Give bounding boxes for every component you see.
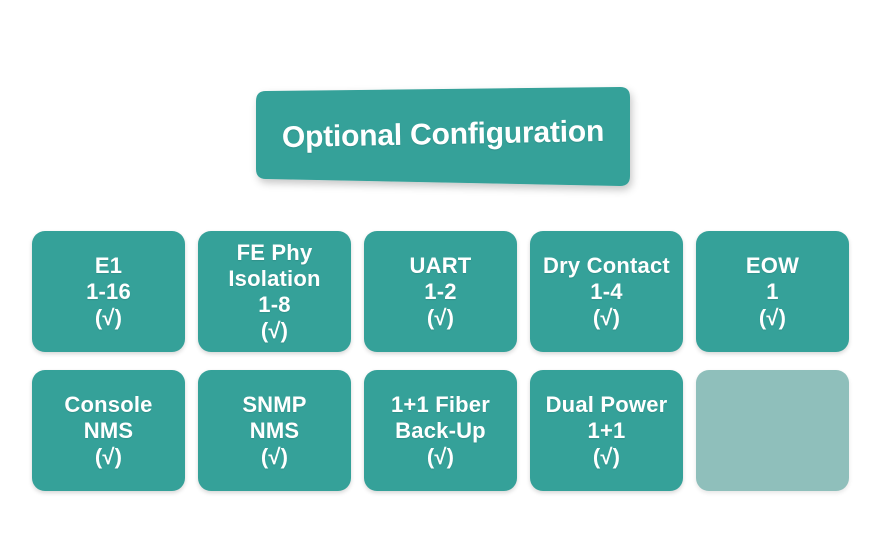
option-label-line: Dual Power: [545, 391, 668, 417]
option-box-empty-slot: [696, 370, 849, 491]
option-label-line: Back-Up: [395, 417, 486, 443]
option-checkmark: (√): [758, 304, 787, 330]
title-banner: Optional Configuration: [250, 78, 636, 194]
option-checkmark: (√): [260, 317, 289, 343]
option-checkmark: (√): [94, 304, 123, 330]
option-label-line: Console: [64, 391, 153, 417]
option-label-line: FE Phy: [236, 239, 313, 265]
option-checkmark: (√): [94, 443, 123, 469]
option-label-line: NMS: [83, 417, 134, 443]
option-checkmark: (√): [592, 443, 621, 469]
option-label-line: 1-16: [86, 278, 131, 304]
option-checkmark: (√): [426, 443, 455, 469]
option-label-line: 1+1 Fiber: [390, 391, 491, 417]
option-checkmark: (√): [426, 304, 455, 330]
option-label-line: 1-2: [424, 278, 457, 304]
option-label-line: NMS: [249, 417, 300, 443]
option-label-line: E1: [94, 252, 123, 278]
option-checkmark: (√): [592, 304, 621, 330]
option-label-line: 1-8: [258, 291, 291, 317]
option-label-line: SNMP: [242, 391, 307, 417]
option-label-line: 1+1: [587, 417, 626, 443]
option-label-line: 1: [766, 278, 779, 304]
banner-shape: [256, 87, 630, 186]
option-checkmark: (√): [260, 443, 289, 469]
option-label-line: Isolation: [228, 265, 321, 291]
option-label-line: EOW: [745, 252, 800, 278]
option-label-line: 1-4: [590, 278, 623, 304]
option-label-line: Dry Contact: [543, 252, 670, 278]
option-label-line: UART: [409, 252, 472, 278]
